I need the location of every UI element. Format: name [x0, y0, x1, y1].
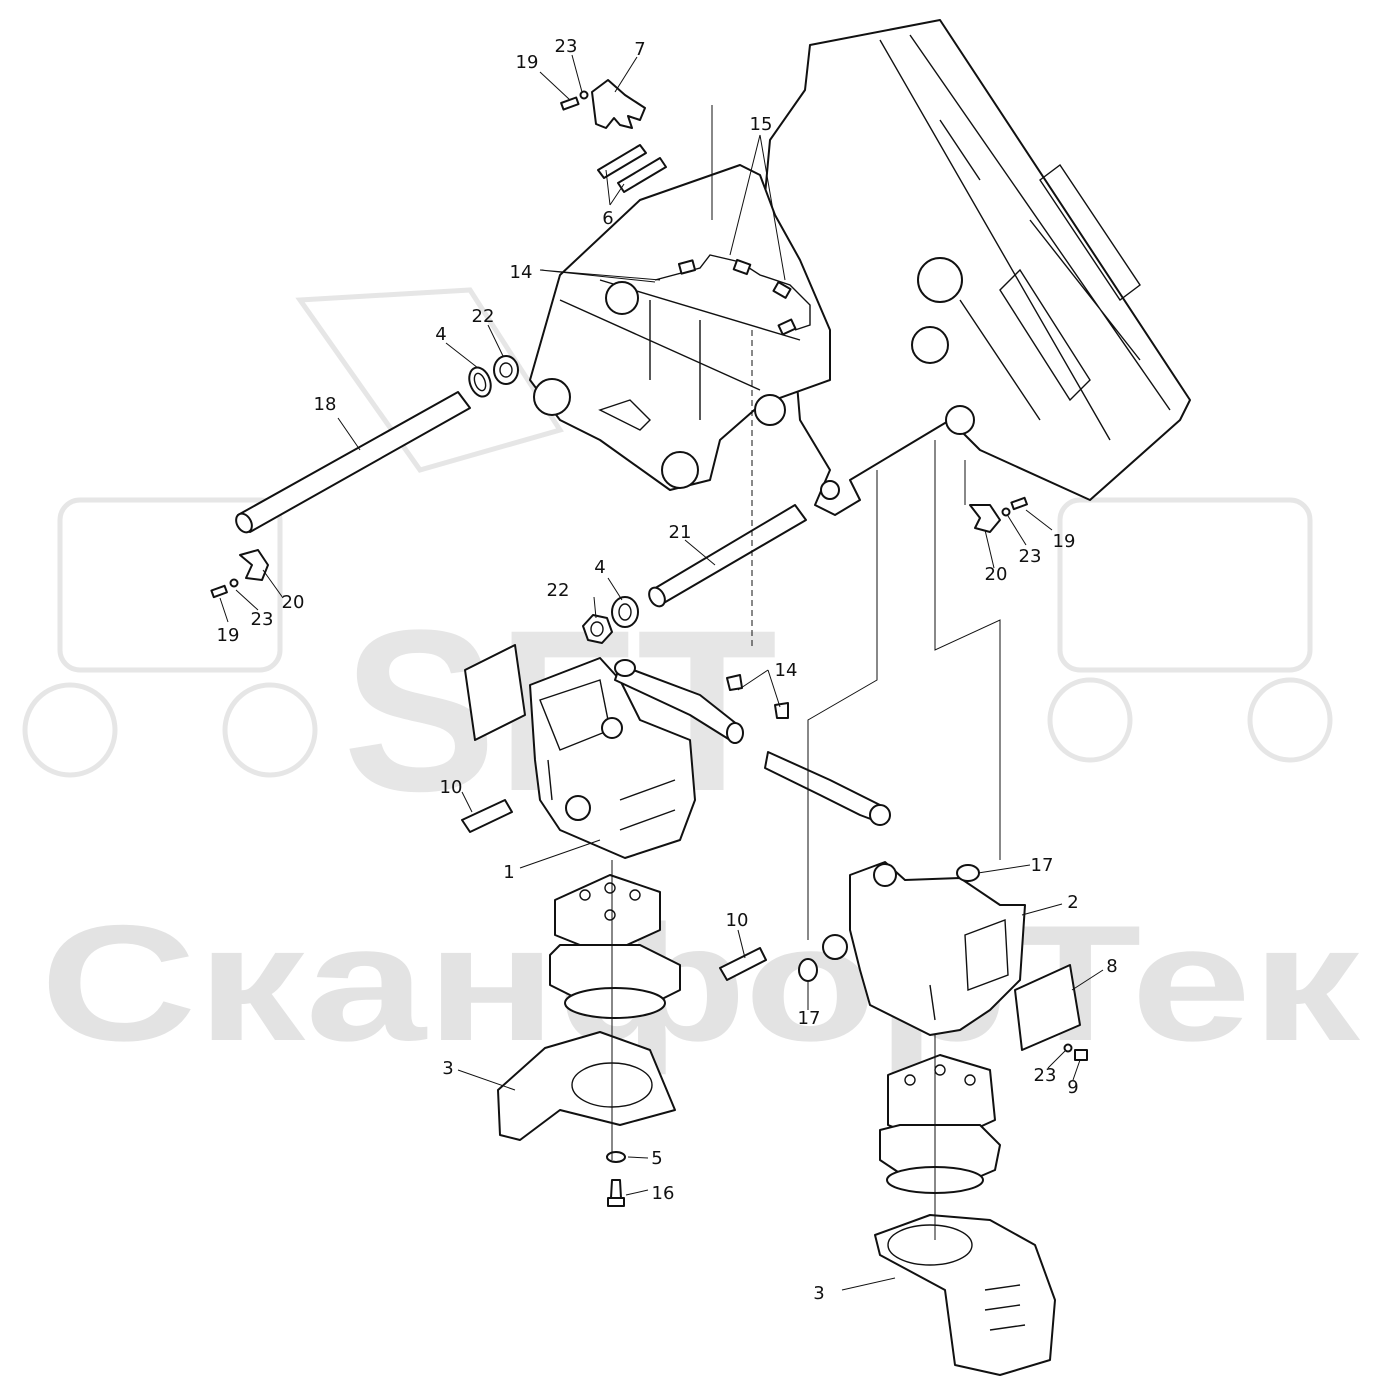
washer-4-lower [611, 596, 639, 628]
callout-label: 5 [651, 1148, 662, 1169]
callout-label: 1 [503, 862, 514, 883]
callout-label: 17 [798, 1008, 821, 1029]
assembly-lines [611, 105, 1001, 1240]
pin-6 [597, 144, 667, 193]
watermark-machinery [22, 287, 1333, 778]
bolt-19-left [210, 578, 239, 599]
bolt-9 [1063, 1043, 1088, 1061]
upper-bracket [529, 164, 831, 491]
motor-left [549, 874, 681, 1019]
nut-22-lower [582, 614, 613, 644]
ring-17-lower [798, 958, 818, 982]
callout-label: 10 [726, 910, 749, 931]
callout-label: 6 [602, 208, 613, 229]
callout-label: 20 [282, 592, 305, 613]
cylinder-lower [764, 751, 891, 826]
fitting-14-b [774, 702, 789, 719]
callout-label: 14 [775, 660, 798, 681]
callout-label: 22 [472, 306, 495, 327]
callout-label: 4 [435, 324, 446, 345]
callout-label: 3 [442, 1058, 453, 1079]
leader-lines [219, 54, 1104, 1291]
callout-label: 18 [314, 394, 337, 415]
callout-label: 8 [1106, 956, 1117, 977]
plate-8-left [464, 644, 526, 741]
callout-label: 10 [440, 777, 463, 798]
callout-label: 4 [594, 557, 605, 578]
callout-label: 19 [217, 625, 240, 646]
callout-label: 19 [1053, 531, 1076, 552]
callout-label: 22 [547, 580, 570, 601]
callout-label: 21 [669, 522, 692, 543]
pin-10-right [719, 947, 767, 981]
bracket-7 [591, 79, 646, 129]
clip-20-left [239, 549, 269, 581]
callout-label: 9 [1067, 1077, 1078, 1098]
callout-label: 19 [516, 52, 539, 73]
nut-22-upper [493, 355, 519, 385]
shaft-18 [235, 391, 471, 534]
callout-label: 17 [1031, 855, 1054, 876]
callout-label: 23 [1019, 546, 1042, 567]
cylinder-upper [614, 659, 744, 744]
motor-right [879, 1054, 1001, 1194]
callout-label: 23 [251, 609, 274, 630]
guard-3-right [874, 1214, 1056, 1376]
callout-label: 23 [1034, 1065, 1057, 1086]
callout-label: 14 [510, 262, 533, 283]
callout-label: 3 [813, 1283, 824, 1304]
washer-4-upper [468, 366, 492, 398]
watermark-name: СканфорТек [40, 891, 1361, 1075]
plate-8-right [1014, 964, 1081, 1051]
callout-label: 20 [985, 564, 1008, 585]
ring-17-upper [956, 864, 980, 882]
bolt-19-right [1001, 496, 1028, 517]
housing-2 [822, 861, 1026, 1036]
callout-label: 16 [652, 1183, 675, 1204]
bolt-19-top [560, 90, 589, 111]
callout-labels: 23 7 19 6 15 14 4 22 18 20 19 23 21 22 4… [217, 36, 1118, 1304]
callout-label: 23 [555, 36, 578, 57]
callout-label: 2 [1067, 892, 1078, 913]
clip-20-right [969, 504, 1001, 533]
callout-label: 7 [634, 39, 645, 60]
hydraulic-lines [654, 254, 811, 336]
fitting-14-a [726, 674, 743, 691]
pin-10-left [461, 799, 513, 833]
bolt-16 [607, 1179, 625, 1207]
callout-label: 15 [750, 114, 773, 135]
shaft-21 [648, 504, 807, 608]
main-frame [759, 19, 1191, 516]
washer-5 [606, 1151, 626, 1163]
